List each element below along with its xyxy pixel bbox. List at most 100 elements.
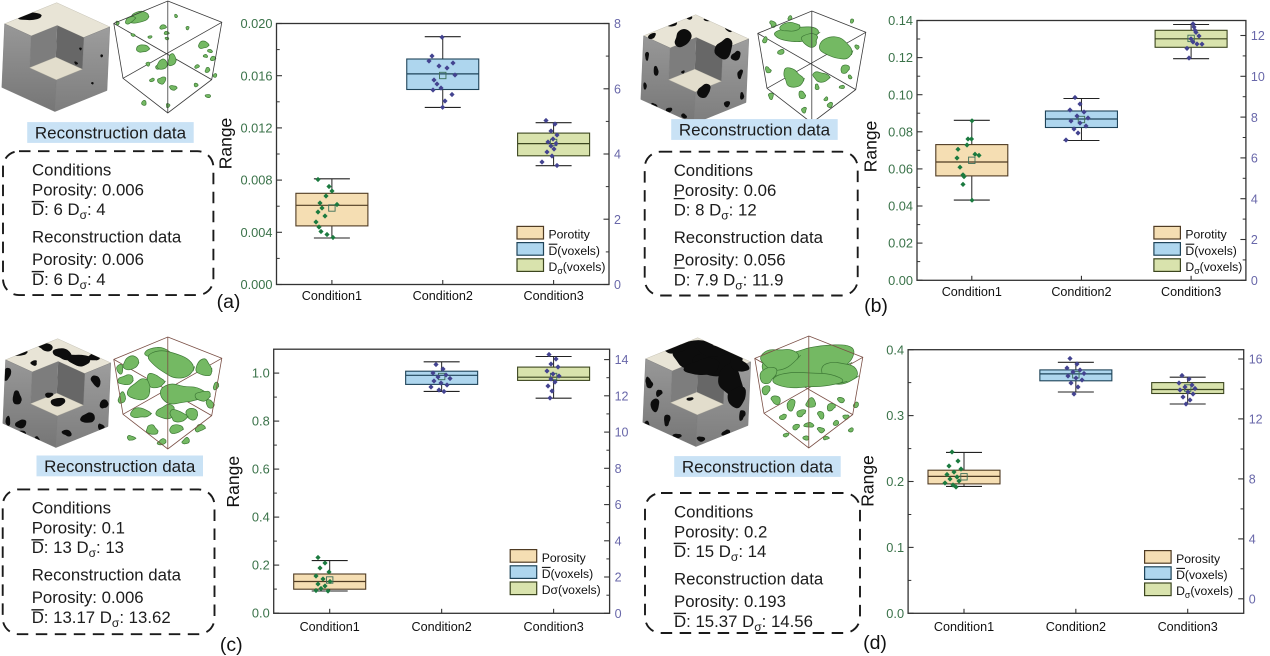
svg-text:Reconstruction data: Reconstruction data — [674, 569, 824, 588]
svg-text:0.3: 0.3 — [886, 408, 904, 423]
svg-text:0.012: 0.012 — [240, 121, 272, 136]
svg-text:8: 8 — [1251, 111, 1258, 125]
svg-text:0: 0 — [615, 607, 622, 621]
svg-text:0.4: 0.4 — [886, 342, 904, 357]
svg-text:Range: Range — [858, 455, 878, 507]
svg-text:1.0: 1.0 — [252, 366, 270, 381]
svg-text:8: 8 — [1249, 473, 1256, 487]
svg-text:Condition3: Condition3 — [523, 620, 583, 634]
svg-text:14: 14 — [615, 353, 629, 367]
svg-text:Condition2: Condition2 — [1046, 620, 1106, 634]
svg-text:Porosity: 0.193: Porosity: 0.193 — [674, 592, 786, 611]
svg-text:0.020: 0.020 — [240, 16, 272, 31]
svg-text:Condition1: Condition1 — [300, 620, 360, 634]
svg-text:Dσ(voxels): Dσ(voxels) — [549, 260, 606, 276]
svg-text:0.00: 0.00 — [888, 273, 913, 288]
svg-text:0.10: 0.10 — [888, 87, 913, 102]
svg-text:(c): (c) — [220, 634, 243, 656]
svg-text:Conditions: Conditions — [674, 502, 753, 521]
svg-text:4: 4 — [615, 534, 622, 548]
svg-text:12: 12 — [1249, 413, 1263, 427]
svg-text:Conditions: Conditions — [32, 499, 111, 518]
svg-text:Condition3: Condition3 — [1158, 620, 1218, 634]
svg-text:D(voxels): D(voxels) — [1176, 568, 1227, 582]
svg-text:Reconstruction data: Reconstruction data — [32, 228, 182, 247]
svg-text:(d): (d) — [863, 632, 887, 654]
svg-text:(a): (a) — [217, 291, 241, 313]
svg-text:Condition1: Condition1 — [942, 285, 1002, 299]
svg-text:6: 6 — [1251, 152, 1258, 166]
svg-text:0.08: 0.08 — [888, 124, 913, 139]
svg-text:Range: Range — [860, 121, 880, 173]
svg-text:Dσ(voxels): Dσ(voxels) — [1176, 584, 1233, 600]
svg-text:Condition3: Condition3 — [1161, 285, 1221, 299]
svg-text:Porosity: 0.2: Porosity: 0.2 — [674, 522, 767, 541]
svg-text:0.12: 0.12 — [888, 50, 913, 65]
svg-text:0.0: 0.0 — [886, 606, 904, 621]
svg-text:0: 0 — [614, 278, 621, 292]
svg-text:0.000: 0.000 — [240, 277, 272, 292]
svg-text:Dσ(voxels): Dσ(voxels) — [542, 583, 601, 597]
svg-text:0.2: 0.2 — [252, 558, 270, 573]
svg-text:D(voxels): D(voxels) — [542, 567, 593, 581]
svg-text:Condition2: Condition2 — [412, 620, 472, 634]
svg-text:D(voxels): D(voxels) — [549, 244, 600, 258]
svg-text:6: 6 — [614, 82, 621, 96]
svg-text:10: 10 — [1251, 70, 1265, 84]
svg-text:Porosity: 0.056: Porosity: 0.056 — [674, 251, 786, 270]
svg-text:0.6: 0.6 — [252, 462, 270, 477]
svg-text:0: 0 — [1251, 274, 1258, 288]
svg-text:Reconstruction data: Reconstruction data — [682, 458, 834, 477]
svg-text:Porosity: 0.006: Porosity: 0.006 — [32, 181, 144, 200]
svg-text:D: 6 Dσ: 4: D: 6 Dσ: 4 — [32, 200, 106, 222]
svg-text:0.2: 0.2 — [886, 474, 904, 489]
svg-text:Condition2: Condition2 — [1051, 285, 1111, 299]
svg-text:0.04: 0.04 — [888, 199, 913, 214]
svg-text:Porotity: Porotity — [1185, 228, 1227, 242]
svg-text:0.06: 0.06 — [888, 162, 913, 177]
svg-text:Condition1: Condition1 — [934, 620, 994, 634]
svg-text:Reconstruction data: Reconstruction data — [674, 228, 824, 247]
svg-text:(b): (b) — [864, 295, 888, 317]
svg-text:16: 16 — [1249, 353, 1263, 367]
svg-text:8: 8 — [614, 17, 621, 31]
svg-text:0: 0 — [1249, 592, 1256, 606]
svg-text:0.008: 0.008 — [240, 173, 272, 188]
svg-text:Porosity: 0.06: Porosity: 0.06 — [674, 181, 777, 200]
svg-text:2: 2 — [614, 213, 621, 227]
svg-text:0.0: 0.0 — [252, 606, 270, 621]
svg-text:Condition2: Condition2 — [413, 289, 473, 303]
svg-text:Condition1: Condition1 — [302, 289, 362, 303]
svg-text:D: 8 Dσ: 12: D: 8 Dσ: 12 — [674, 201, 757, 223]
svg-text:Range: Range — [216, 118, 236, 170]
svg-text:D: 7.9 Dσ: 11.9: D: 7.9 Dσ: 11.9 — [674, 271, 784, 293]
svg-text:D: 13 Dσ: 13: D: 13 Dσ: 13 — [32, 538, 124, 560]
svg-text:Range: Range — [223, 456, 243, 508]
svg-text:Reconstruction data: Reconstruction data — [679, 121, 831, 140]
svg-text:D: 15.37 Dσ: 14.56: D: 15.37 Dσ: 14.56 — [674, 612, 813, 634]
svg-text:Reconstruction data: Reconstruction data — [44, 457, 196, 476]
svg-text:6: 6 — [615, 498, 622, 512]
svg-text:Porosity: 0.1: Porosity: 0.1 — [32, 519, 125, 538]
svg-text:Porosity: Porosity — [542, 551, 587, 565]
svg-text:2: 2 — [1251, 233, 1258, 247]
svg-text:4: 4 — [1249, 533, 1256, 547]
svg-text:0.004: 0.004 — [240, 225, 272, 240]
svg-text:4: 4 — [614, 148, 621, 162]
svg-text:Porosity: 0.006: Porosity: 0.006 — [32, 588, 144, 607]
svg-text:D: 13.17 Dσ: 13.62: D: 13.17 Dσ: 13.62 — [32, 608, 171, 630]
svg-text:4: 4 — [1251, 192, 1258, 206]
svg-text:0.02: 0.02 — [888, 236, 913, 251]
svg-text:Dσ(voxels): Dσ(voxels) — [1185, 260, 1242, 276]
svg-text:8: 8 — [615, 462, 622, 476]
svg-text:Reconstruction data: Reconstruction data — [35, 124, 187, 143]
svg-text:D(voxels): D(voxels) — [1185, 244, 1236, 258]
svg-text:Conditions: Conditions — [674, 161, 753, 180]
svg-text:D: 6 Dσ: 4: D: 6 Dσ: 4 — [32, 270, 106, 292]
svg-text:0.8: 0.8 — [252, 414, 270, 429]
svg-text:D: 15 Dσ: 14: D: 15 Dσ: 14 — [674, 542, 766, 564]
svg-text:0.016: 0.016 — [240, 68, 272, 83]
svg-text:Porosity: Porosity — [1176, 552, 1221, 566]
svg-text:0.4: 0.4 — [252, 510, 270, 525]
svg-text:Reconstruction data: Reconstruction data — [32, 566, 182, 585]
